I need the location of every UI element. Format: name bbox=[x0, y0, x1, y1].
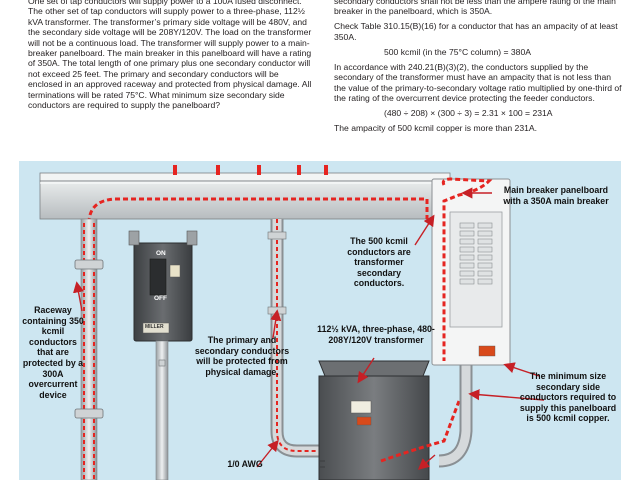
callout-main-breaker: Main breaker panelboard with a 350A main… bbox=[503, 185, 609, 206]
problem-paragraph: One set of tap conductors will supply po… bbox=[28, 0, 312, 111]
left-raceway bbox=[74, 218, 104, 480]
transformer bbox=[318, 360, 461, 480]
solution-paragraph-2: Check Table 310.15(B)(16) for a conducto… bbox=[334, 21, 618, 42]
callout-arrows bbox=[73, 187, 545, 470]
callout-minimum-size: The minimum size secondary side conducto… bbox=[519, 371, 617, 424]
trough-markers bbox=[173, 165, 328, 175]
solution-text-column: secondary conductors shall not be less t… bbox=[334, 0, 624, 138]
problem-text-column: One set of tap conductors will supply po… bbox=[28, 0, 314, 110]
solution-paragraph-4: The ampacity of 500 kcmil copper is more… bbox=[334, 123, 538, 134]
wiring-illustration: ON OFF MILLER bbox=[19, 161, 621, 480]
fused-disconnect bbox=[128, 230, 198, 480]
solution-paragraph-3: In accordance with 240.21(B)(3)(2), the … bbox=[334, 61, 622, 104]
secondary-raceway bbox=[438, 361, 473, 468]
solution-equation-2: (480 ÷ 208) × (300 ÷ 3) = 2.31 × 100 = 2… bbox=[384, 108, 553, 119]
solution-paragraph-1: secondary conductors shall not be less t… bbox=[334, 0, 616, 17]
illustration-graphics bbox=[39, 165, 545, 480]
callout-transformer: 112½ kVA, three-phase, 480-208Y/120V tra… bbox=[317, 324, 435, 345]
callout-awg: 1/0 AWG bbox=[227, 459, 263, 469]
callout-raceway: Raceway containing 350 kcmil conductors … bbox=[22, 305, 84, 400]
brand-label: MILLER bbox=[145, 324, 164, 330]
callout-protected: The primary and secondary conductors wil… bbox=[194, 335, 290, 377]
switch-off-label: OFF bbox=[154, 295, 167, 302]
callout-500-kcmil: The 500 kcmil conductors are transformer… bbox=[347, 236, 411, 289]
wireway-trough bbox=[39, 172, 451, 220]
solution-equation-1: 500 kcmil (in the 75°C column) = 380A bbox=[384, 46, 531, 57]
switch-on-label: ON bbox=[156, 250, 166, 257]
panelboard bbox=[431, 177, 511, 366]
